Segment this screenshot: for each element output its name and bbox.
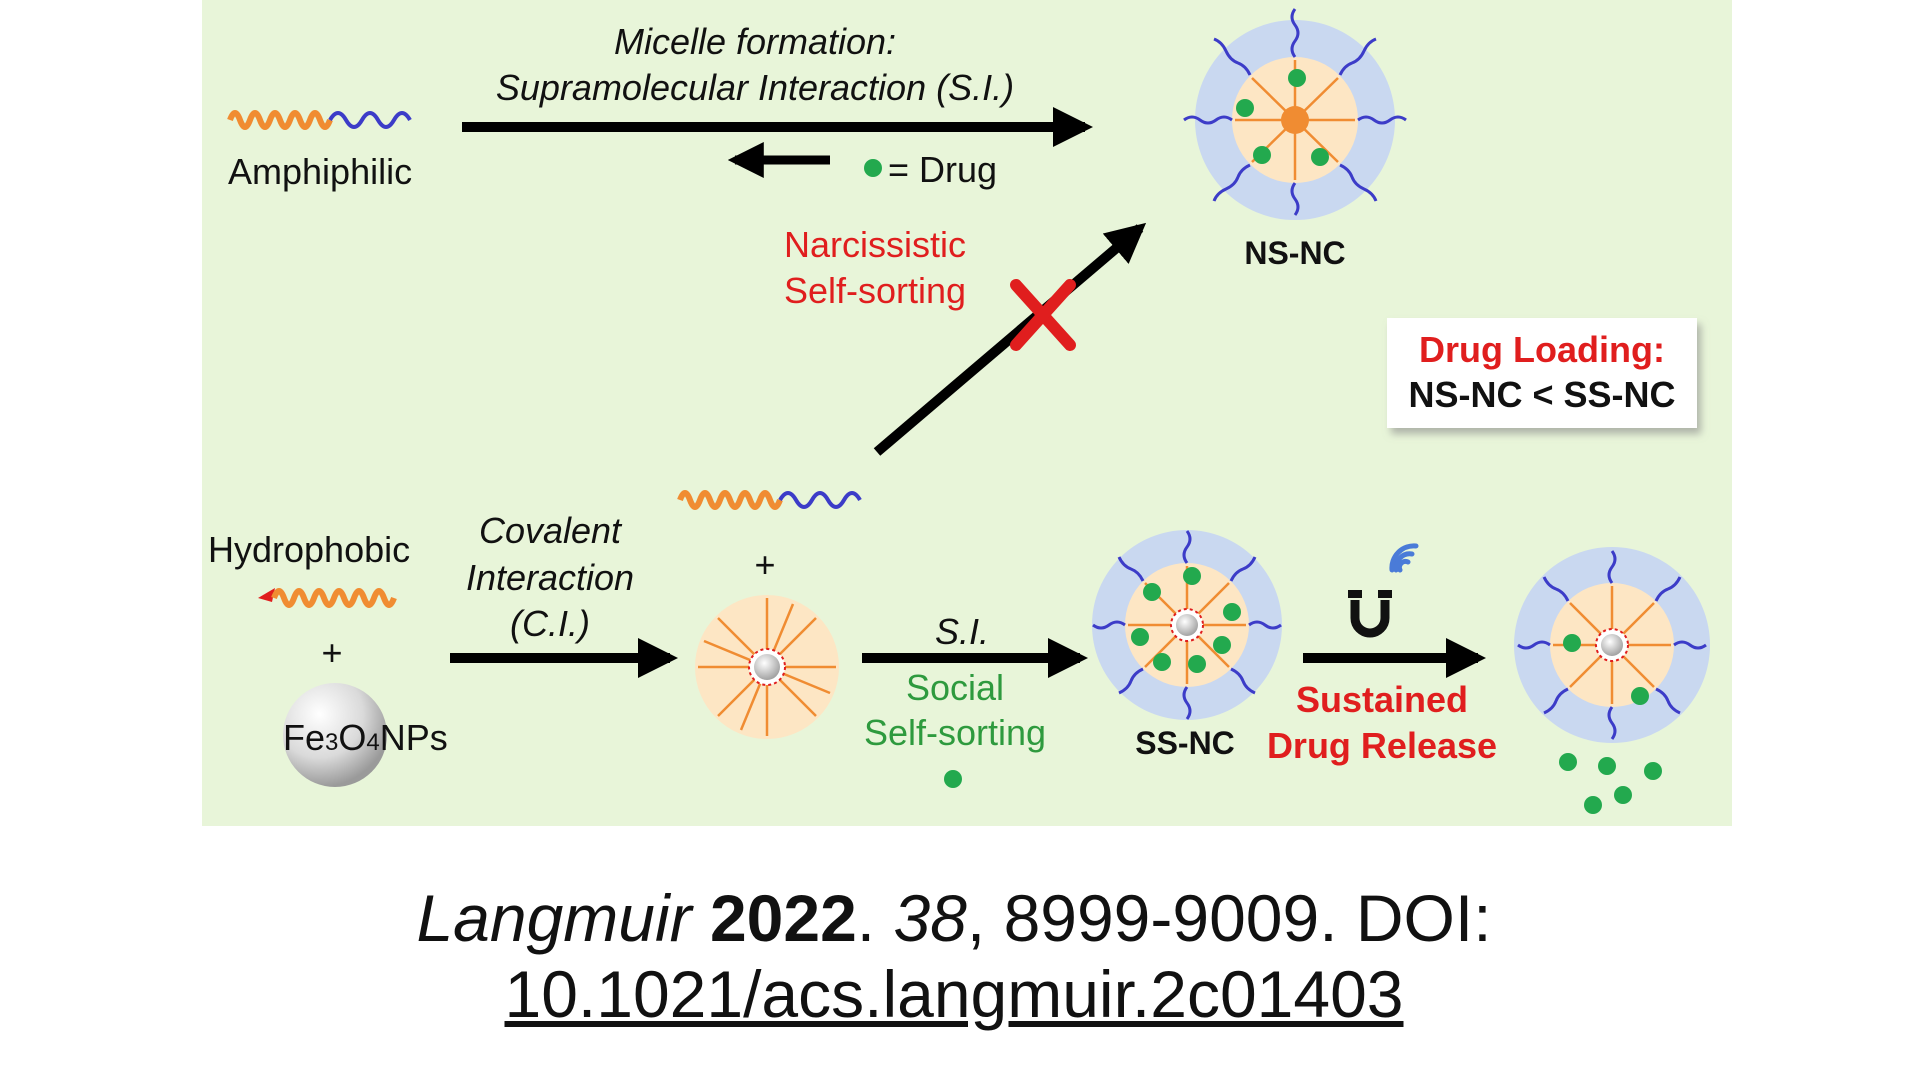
magnet-icon	[1348, 590, 1392, 638]
drug-legend-dot	[864, 159, 882, 177]
supramolecular-label: Supramolecular Interaction (S.I.)	[496, 67, 1014, 108]
ss-nc-label: SS-NC	[1135, 725, 1235, 761]
amphiphilic-label: Amphiphilic	[228, 151, 412, 192]
amphiphilic-polymer-icon	[227, 110, 412, 130]
ci-label: (C.I.)	[510, 603, 590, 644]
magnetic-wave-icon	[1389, 543, 1419, 573]
drug-loading-value: NS-NC < SS-NC	[1408, 374, 1675, 415]
released-drug-dots	[1559, 753, 1662, 814]
sustained-label: Sustained	[1296, 679, 1468, 720]
hydrophobic-polymer-icon	[258, 588, 397, 608]
citation: Langmuir 2022. 38, 8999-9009. DOI: 10.10…	[0, 880, 1908, 1032]
social-label: Social	[906, 667, 1004, 708]
fe3o4-label: Fe3O4NPs	[283, 717, 448, 758]
drug-release-label: Drug Release	[1267, 725, 1497, 766]
citation-journal: Langmuir	[416, 881, 692, 955]
fe3o4-nanoparticle-icon	[283, 683, 387, 787]
coated-nanoparticle-icon	[695, 595, 839, 739]
ns-nc-micelle-icon	[1183, 8, 1407, 220]
covalent-label: Covalent	[479, 510, 623, 551]
citation-doi-link[interactable]: 10.1021/acs.langmuir.2c01403	[504, 957, 1404, 1031]
ss-nc-micelle-icon	[1092, 530, 1282, 720]
hydrophobic-label: Hydrophobic	[208, 529, 410, 570]
si-label: S.I.	[935, 611, 989, 652]
self-sorting-green-label: Self-sorting	[864, 712, 1046, 753]
ns-nc-label: NS-NC	[1244, 235, 1345, 271]
released-micelle-icon	[1514, 547, 1710, 743]
citation-volume: 38	[893, 881, 967, 955]
drug-loading-box: Drug Loading: NS-NC < SS-NC	[1387, 318, 1697, 428]
micelle-formation-label: Micelle formation:	[614, 21, 896, 62]
plus-sign-left: +	[321, 632, 342, 673]
narcissistic-label: Narcissistic	[784, 224, 966, 265]
citation-pages: , 8999-9009. DOI:	[966, 881, 1492, 955]
citation-line: Langmuir 2022. 38, 8999-9009. DOI:	[416, 881, 1492, 955]
drug-legend-label: = Drug	[888, 149, 997, 190]
citation-year: 2022	[709, 881, 857, 955]
drug-loading-title: Drug Loading:	[1419, 329, 1665, 370]
interaction-label: Interaction	[466, 557, 634, 598]
blocked-x-icon	[1010, 279, 1076, 351]
plus-sign-middle: +	[754, 544, 775, 585]
narcissistic-arrow	[873, 222, 1147, 456]
amphiphilic-polymer-icon-bottom	[677, 490, 862, 510]
self-sorting-red-label: Self-sorting	[784, 270, 966, 311]
drug-dot-bottom	[944, 770, 962, 788]
